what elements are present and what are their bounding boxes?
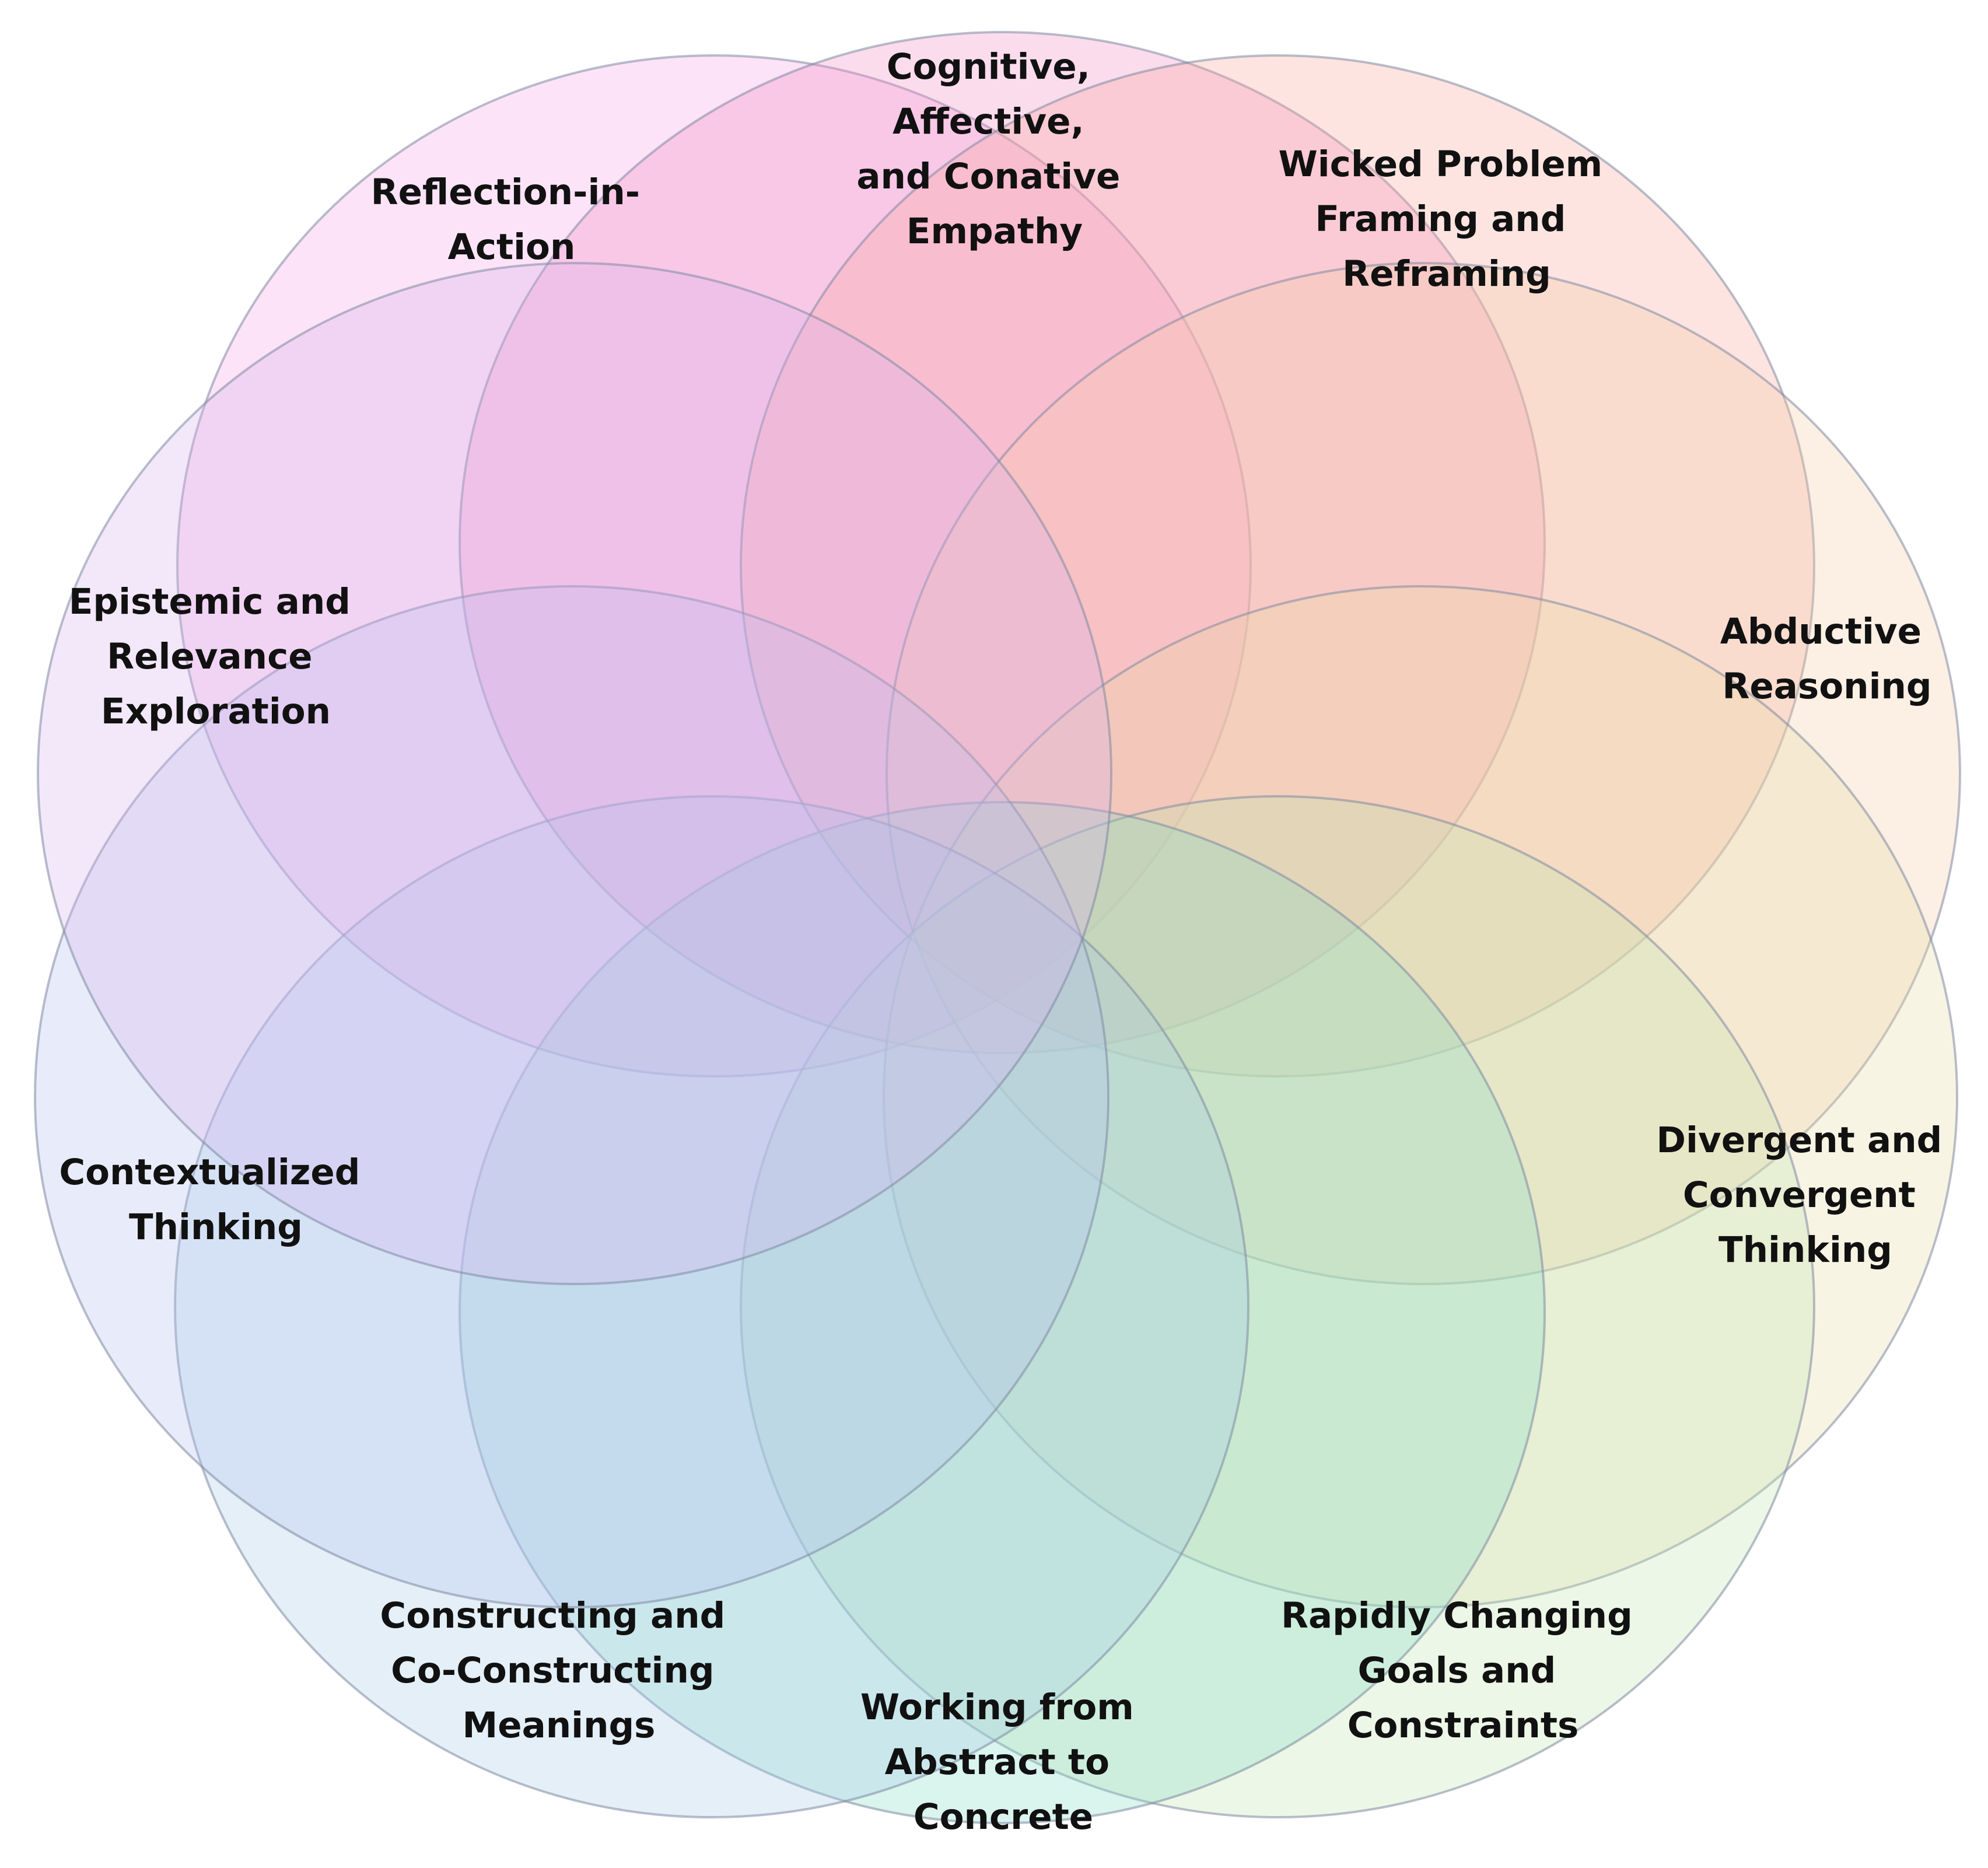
petal-rapidly: [740, 795, 1815, 1818]
label-reflection: Reflection-in- Action: [371, 172, 653, 268]
label-line: Exploration: [101, 691, 331, 732]
label-epistemic: Epistemic and Relevance Exploration: [69, 581, 363, 732]
label-line: Thinking: [1718, 1229, 1892, 1271]
label-line: Reflection-in-: [371, 172, 640, 213]
label-line: Affective,: [892, 101, 1084, 142]
label-line: Co-Constructing: [391, 1650, 714, 1691]
petal-divergent: [883, 585, 1958, 1608]
label-divergent: Divergent and Convergent Thinking: [1656, 1120, 1954, 1271]
label-line: Empathy: [907, 211, 1083, 252]
label-empathy: Cognitive, Affective, and Conative Empat…: [856, 46, 1132, 252]
label-line: Meanings: [463, 1705, 656, 1746]
label-line: Abductive: [1720, 611, 1922, 652]
label-line: Framing and: [1315, 198, 1566, 240]
label-line: Contextualized: [59, 1152, 360, 1193]
petal-contextualized: [34, 585, 1110, 1608]
label-line: Constructing and: [380, 1595, 725, 1636]
label-line: and Conative: [856, 156, 1120, 197]
petal-circles: [34, 31, 1961, 1824]
petal-abductive: [886, 262, 1961, 1285]
label-line: Wicked Problem: [1278, 144, 1602, 185]
label-line: Epistemic and: [69, 581, 351, 622]
label-line: Convergent: [1683, 1174, 1916, 1216]
label-line: Concrete: [914, 1796, 1093, 1838]
label-line: Abstract to: [885, 1741, 1110, 1783]
petal-abstract: [459, 801, 1546, 1824]
label-rapidly: Rapidly Changing Goals and Constraints: [1281, 1595, 1645, 1746]
label-line: Action: [448, 226, 576, 268]
label-constructing: Constructing and Co-Constructing Meaning…: [380, 1595, 737, 1746]
label-line: Cognitive,: [887, 46, 1090, 88]
label-line: Working from: [860, 1687, 1134, 1728]
label-line: Rapidly Changing: [1281, 1595, 1633, 1636]
label-contextualized: Contextualized Thinking: [59, 1152, 372, 1248]
petal-labels: Reflection-in- Action Cognitive, Affecti…: [59, 46, 1954, 1838]
label-abstract: Working from Abstract to Concrete: [860, 1687, 1146, 1838]
petal-epistemic: [37, 262, 1112, 1285]
label-line: Goals and: [1357, 1650, 1556, 1691]
label-line: Reasoning: [1722, 666, 1931, 707]
label-line: Constraints: [1348, 1705, 1579, 1746]
petal-constructing: [174, 795, 1250, 1818]
petal-reflection: [176, 54, 1252, 1078]
label-abductive: Abductive Reasoning: [1720, 611, 1934, 707]
label-line: Thinking: [129, 1206, 303, 1248]
label-line: Relevance: [107, 636, 313, 677]
label-line: Divergent and: [1656, 1120, 1942, 1161]
label-line: Reframing: [1342, 253, 1551, 295]
label-wicked: Wicked Problem Framing and Reframing: [1278, 144, 1615, 295]
petal-wicked: [740, 54, 1815, 1078]
